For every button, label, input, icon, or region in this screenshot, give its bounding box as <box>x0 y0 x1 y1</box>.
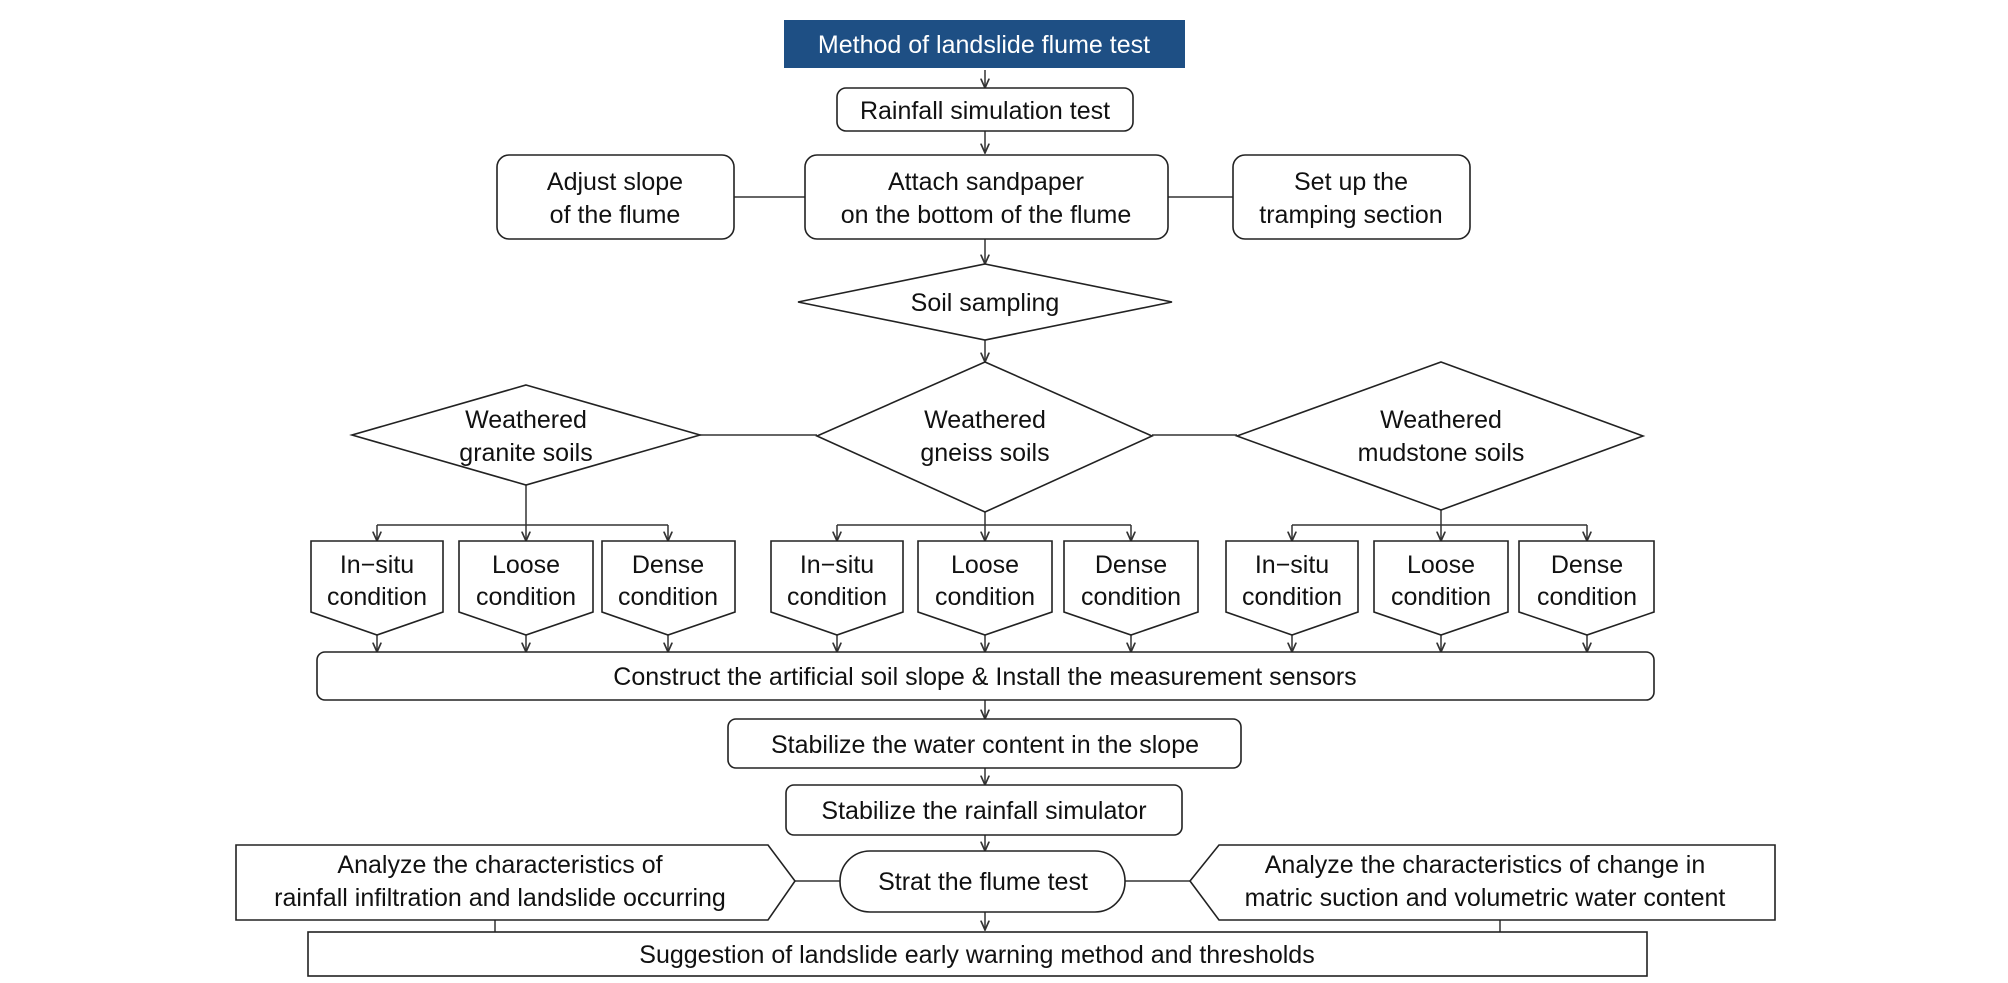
rainfall-simulation-node: Rainfall simulation test <box>836 87 1134 132</box>
adjust-slope-line2: of the flume <box>550 201 681 229</box>
construct-slope-label: Construct the artificial soil slope & In… <box>613 663 1356 691</box>
condition-line2: condition <box>327 583 427 611</box>
attach-sandpaper-line2: on the bottom of the flume <box>841 201 1131 229</box>
construct-slope-node: Construct the artificial soil slope & In… <box>316 651 1655 701</box>
condition-line2: condition <box>787 583 887 611</box>
stabilize-rain-node: Stabilize the rainfall simulator <box>785 784 1183 836</box>
start-flume-test-label: Strat the flume test <box>878 868 1088 896</box>
weathered-gneiss-node: Weathered gneiss soils <box>815 361 1154 513</box>
attach-sandpaper-line1: Attach sandpaper <box>888 168 1084 196</box>
gneiss-insitu-condition: In−situ condition <box>770 540 904 636</box>
gneiss-loose-condition: Loose condition <box>917 540 1053 636</box>
granite-dense-condition: Dense condition <box>601 540 736 636</box>
condition-line2: condition <box>1537 583 1637 611</box>
condition-line1: Loose <box>1407 551 1475 579</box>
set-up-node: Set up the tramping section <box>1232 154 1471 240</box>
gneiss-line2: gneiss soils <box>920 439 1049 467</box>
set-up-line2: tramping section <box>1259 201 1442 229</box>
condition-line2: condition <box>935 583 1035 611</box>
analyze-suction-line1: Analyze the characteristics of change in <box>1265 851 1706 879</box>
suggestion-label: Suggestion of landslide early warning me… <box>639 941 1314 969</box>
condition-line1: In−situ <box>1255 551 1329 579</box>
soil-sampling-node: Soil sampling <box>797 263 1173 341</box>
condition-line1: Dense <box>1095 551 1167 579</box>
set-up-line1: Set up the <box>1294 168 1408 196</box>
stabilize-water-node: Stabilize the water content in the slope <box>727 718 1242 769</box>
rainfall-simulation-label: Rainfall simulation test <box>860 97 1110 125</box>
granite-line2: granite soils <box>459 439 592 467</box>
condition-line1: In−situ <box>340 551 414 579</box>
analyze-rainfall-node: Analyze the characteristics of rainfall … <box>235 844 796 921</box>
analyze-suction-node: Analyze the characteristics of change in… <box>1188 844 1776 921</box>
mudstone-line1: Weathered <box>1380 406 1502 434</box>
mudstone-loose-condition: Loose condition <box>1373 540 1509 636</box>
adjust-slope-node: Adjust slope of the flume <box>496 154 735 240</box>
analyze-rainfall-line1: Analyze the characteristics of <box>337 851 662 879</box>
connectors <box>377 70 1587 932</box>
analyze-suction-line2: matric suction and volumetric water cont… <box>1245 884 1726 912</box>
condition-line2: condition <box>1391 583 1491 611</box>
gneiss-dense-condition: Dense condition <box>1063 540 1199 636</box>
stabilize-water-label: Stabilize the water content in the slope <box>771 731 1199 759</box>
condition-line2: condition <box>1242 583 1342 611</box>
condition-line2: condition <box>618 583 718 611</box>
weathered-granite-node: Weathered granite soils <box>349 384 703 486</box>
attach-sandpaper-node: Attach sandpaper on the bottom of the fl… <box>804 154 1169 240</box>
condition-line1: In−situ <box>800 551 874 579</box>
title-banner: Method of landslide flume test <box>784 20 1185 68</box>
granite-loose-condition: Loose condition <box>458 540 594 636</box>
mudstone-line2: mudstone soils <box>1358 439 1525 467</box>
granite-insitu-condition: In−situ condition <box>310 540 444 636</box>
granite-line1: Weathered <box>465 406 587 434</box>
condition-line1: Dense <box>1551 551 1623 579</box>
weathered-mudstone-node: Weathered mudstone soils <box>1234 361 1646 511</box>
soil-sampling-label: Soil sampling <box>911 289 1060 317</box>
condition-line2: condition <box>476 583 576 611</box>
mudstone-insitu-condition: In−situ condition <box>1225 540 1359 636</box>
suggestion-node: Suggestion of landslide early warning me… <box>307 931 1648 977</box>
start-flume-test-node: Strat the flume test <box>839 850 1126 913</box>
stabilize-rain-label: Stabilize the rainfall simulator <box>821 797 1146 825</box>
diagram-title: Method of landslide flume test <box>818 31 1150 59</box>
condition-line1: Loose <box>951 551 1019 579</box>
condition-line1: Loose <box>492 551 560 579</box>
analyze-rainfall-line2: rainfall infiltration and landslide occu… <box>274 884 726 912</box>
gneiss-line1: Weathered <box>924 406 1046 434</box>
condition-line1: Dense <box>632 551 704 579</box>
condition-line2: condition <box>1081 583 1181 611</box>
adjust-slope-line1: Adjust slope <box>547 168 683 196</box>
mudstone-dense-condition: Dense condition <box>1518 540 1655 636</box>
